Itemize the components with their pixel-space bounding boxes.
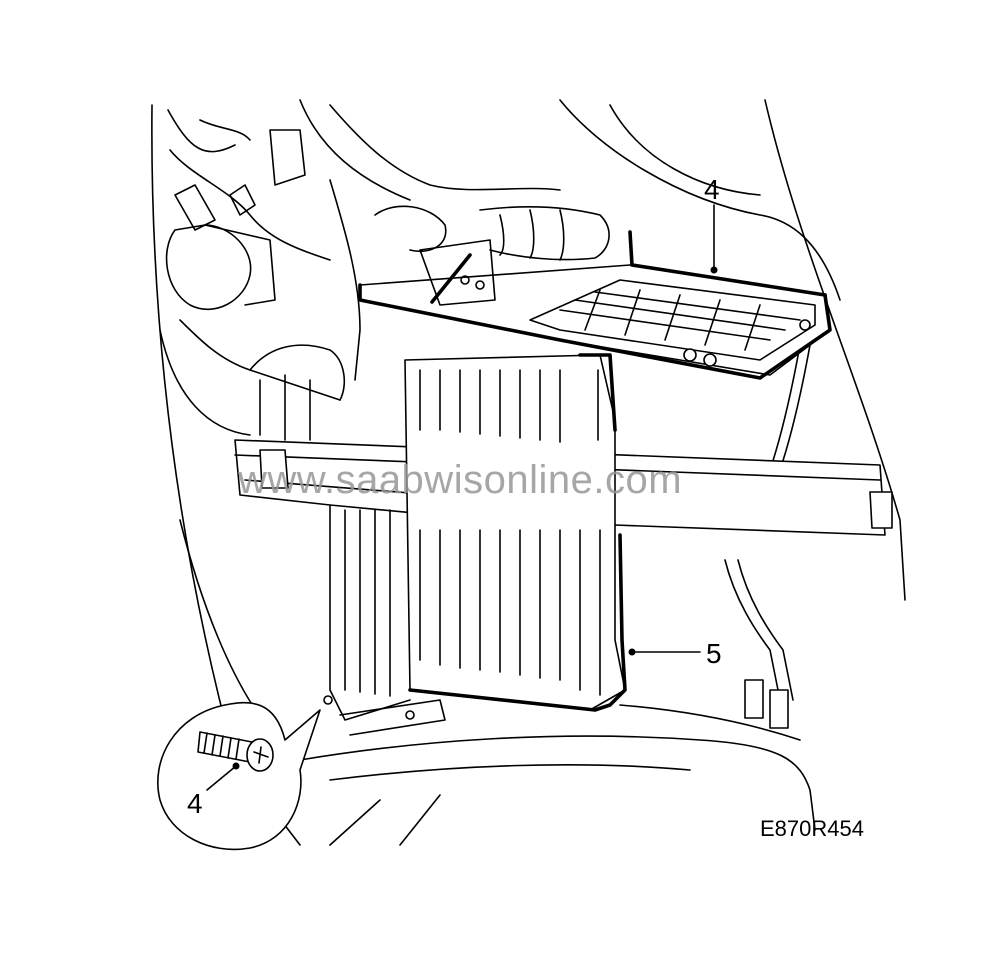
callout-5-filter: 5 [706,638,722,669]
callout-4-detail: 4 [187,788,203,819]
filter-housing [323,353,627,736]
watermark: www.saabwisonline.com [238,458,683,502]
screw-detail-bubble [157,701,321,851]
background-structure [151,99,906,846]
screw-icon [197,731,274,772]
callout-leaders [628,204,718,656]
tray-grid [559,289,801,351]
callout-4-top: 4 [704,174,720,205]
upper-tray [358,230,832,380]
figure-id: E870R454 [760,816,864,841]
